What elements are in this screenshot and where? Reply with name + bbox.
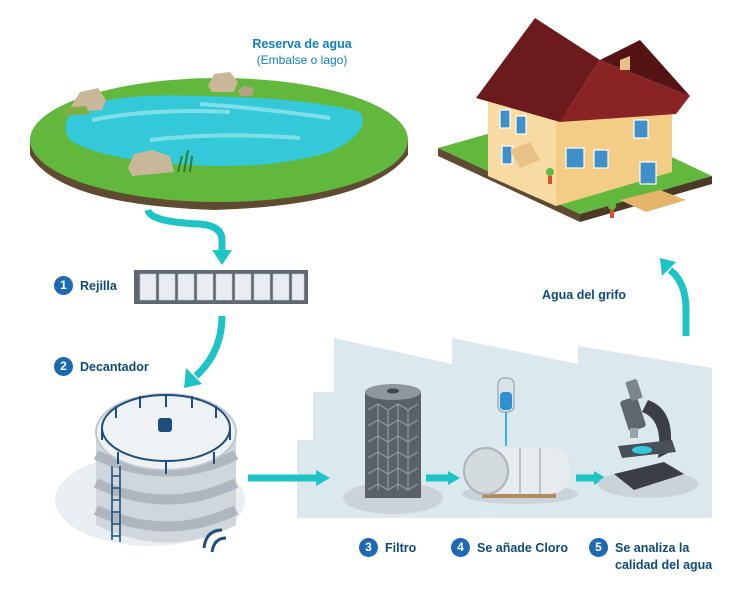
step-2-badge: 2 bbox=[54, 357, 73, 376]
reservoir-lake-icon bbox=[30, 72, 408, 210]
reservoir-title: Reserva de agua bbox=[252, 37, 352, 51]
step-1-badge: 1 bbox=[54, 276, 73, 295]
chlorine-tank-icon bbox=[462, 377, 578, 504]
step-5-label-line1: Se analiza la bbox=[615, 541, 690, 555]
step-3-label: Filtro bbox=[385, 541, 417, 555]
step-4-badge: 4 bbox=[451, 538, 470, 557]
filter-column-icon bbox=[343, 384, 443, 514]
microscope-icon bbox=[598, 379, 698, 498]
arrow-lab-to-house bbox=[667, 267, 690, 336]
house-icon bbox=[438, 18, 712, 222]
tap-water-label: Agua del grifo bbox=[542, 288, 627, 302]
step-5-label-line2: calidad del agua bbox=[615, 558, 713, 572]
arrow-heads bbox=[184, 250, 676, 486]
step-5-badge: 5 bbox=[589, 538, 608, 557]
flow-arrows bbox=[144, 208, 690, 482]
reservoir-subtitle: (Embalse o lago) bbox=[256, 53, 348, 67]
arrow-reservoir-to-grate bbox=[144, 208, 226, 252]
screen-grate-icon bbox=[134, 270, 308, 304]
arrow-grate-to-tank bbox=[193, 315, 226, 379]
step-4-label: Se añade Cloro bbox=[477, 541, 568, 555]
step-3-badge: 3 bbox=[359, 538, 378, 557]
step-1-label: Rejilla bbox=[80, 279, 117, 293]
step-2-label: Decantador bbox=[80, 360, 149, 374]
settling-tank-icon bbox=[55, 393, 245, 553]
